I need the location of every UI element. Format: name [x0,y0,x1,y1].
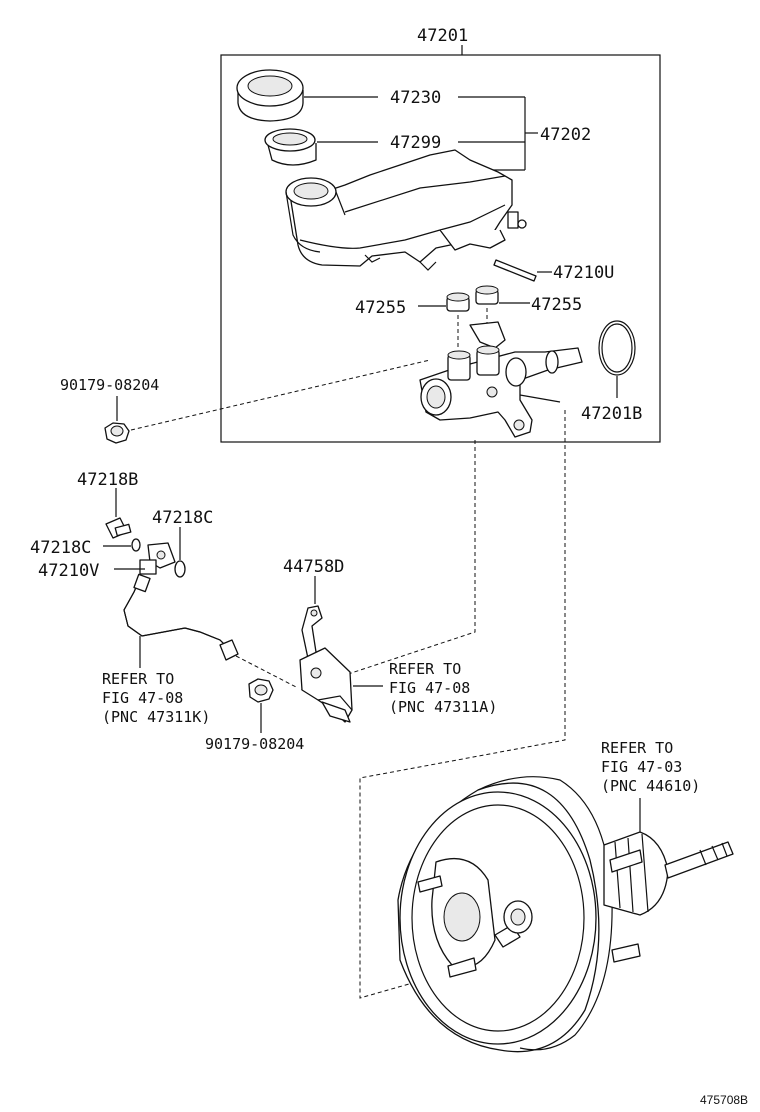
label-47255-right: 47255 [531,295,582,315]
label-47255-left: 47255 [355,298,406,318]
label-47201: 47201 [417,26,468,46]
refer-right-line-2: FIG 47-03 [601,758,682,776]
refer-left-line-1: REFER TO [102,670,174,688]
guide-mc-bracket [299,440,476,691]
reservoir-cap [236,69,304,122]
gasket-right [174,560,186,578]
refer-note-right: REFER TO FIG 47-03 (PNC 44610) [601,739,700,795]
guide-nut-top [130,359,431,431]
label-47218C-left: 47218C [30,538,91,558]
nut-90179-bottom [248,678,274,703]
bracket-47202 [458,96,538,171]
label-47201B: 47201B [581,404,642,424]
guide-mc-booster [359,410,566,999]
guide-tube-bracket [235,655,299,689]
brake-booster [397,776,734,1053]
label-47210U: 47210U [553,263,614,283]
refer-right-line-1: REFER TO [601,739,673,757]
grommet-right [475,285,499,305]
reservoir-tank [285,149,527,271]
brake-tube [123,573,239,661]
refer-middle-line-2: FIG 47-08 [389,679,470,697]
refer-middle-line-1: REFER TO [389,660,461,678]
figure-code: 475708B [700,1093,748,1107]
reservoir-pin [493,259,537,282]
refer-left-line-3: (PNC 47311K) [102,708,210,726]
label-47218B: 47218B [77,470,138,490]
gasket-left [131,538,141,552]
label-90179-top: 90179-08204 [60,376,159,394]
label-47210V: 47210V [38,561,99,581]
label-47202: 47202 [540,125,591,145]
assembly-box-47201 [220,54,661,443]
refer-note-left: REFER TO FIG 47-08 (PNC 47311K) [102,670,210,726]
grommet-left [446,292,470,312]
refer-note-middle: REFER TO FIG 47-08 (PNC 47311A) [389,660,497,716]
label-47218C-right: 47218C [152,508,213,528]
union-bolt [105,517,132,539]
reservoir-strainer [264,128,317,166]
refer-left-line-2: FIG 47-08 [102,689,183,707]
brake-union [139,542,176,575]
o-ring [598,320,636,376]
master-cylinder [419,321,583,438]
label-44758D: 44758D [283,557,344,577]
label-90179-bottom: 90179-08204 [205,735,304,753]
label-47299: 47299 [390,133,441,153]
refer-right-line-3: (PNC 44610) [601,777,700,795]
nut-90179-top [104,422,130,444]
refer-middle-line-3: (PNC 47311A) [389,698,497,716]
bracket-44758D [299,605,353,723]
label-47230: 47230 [390,88,441,108]
